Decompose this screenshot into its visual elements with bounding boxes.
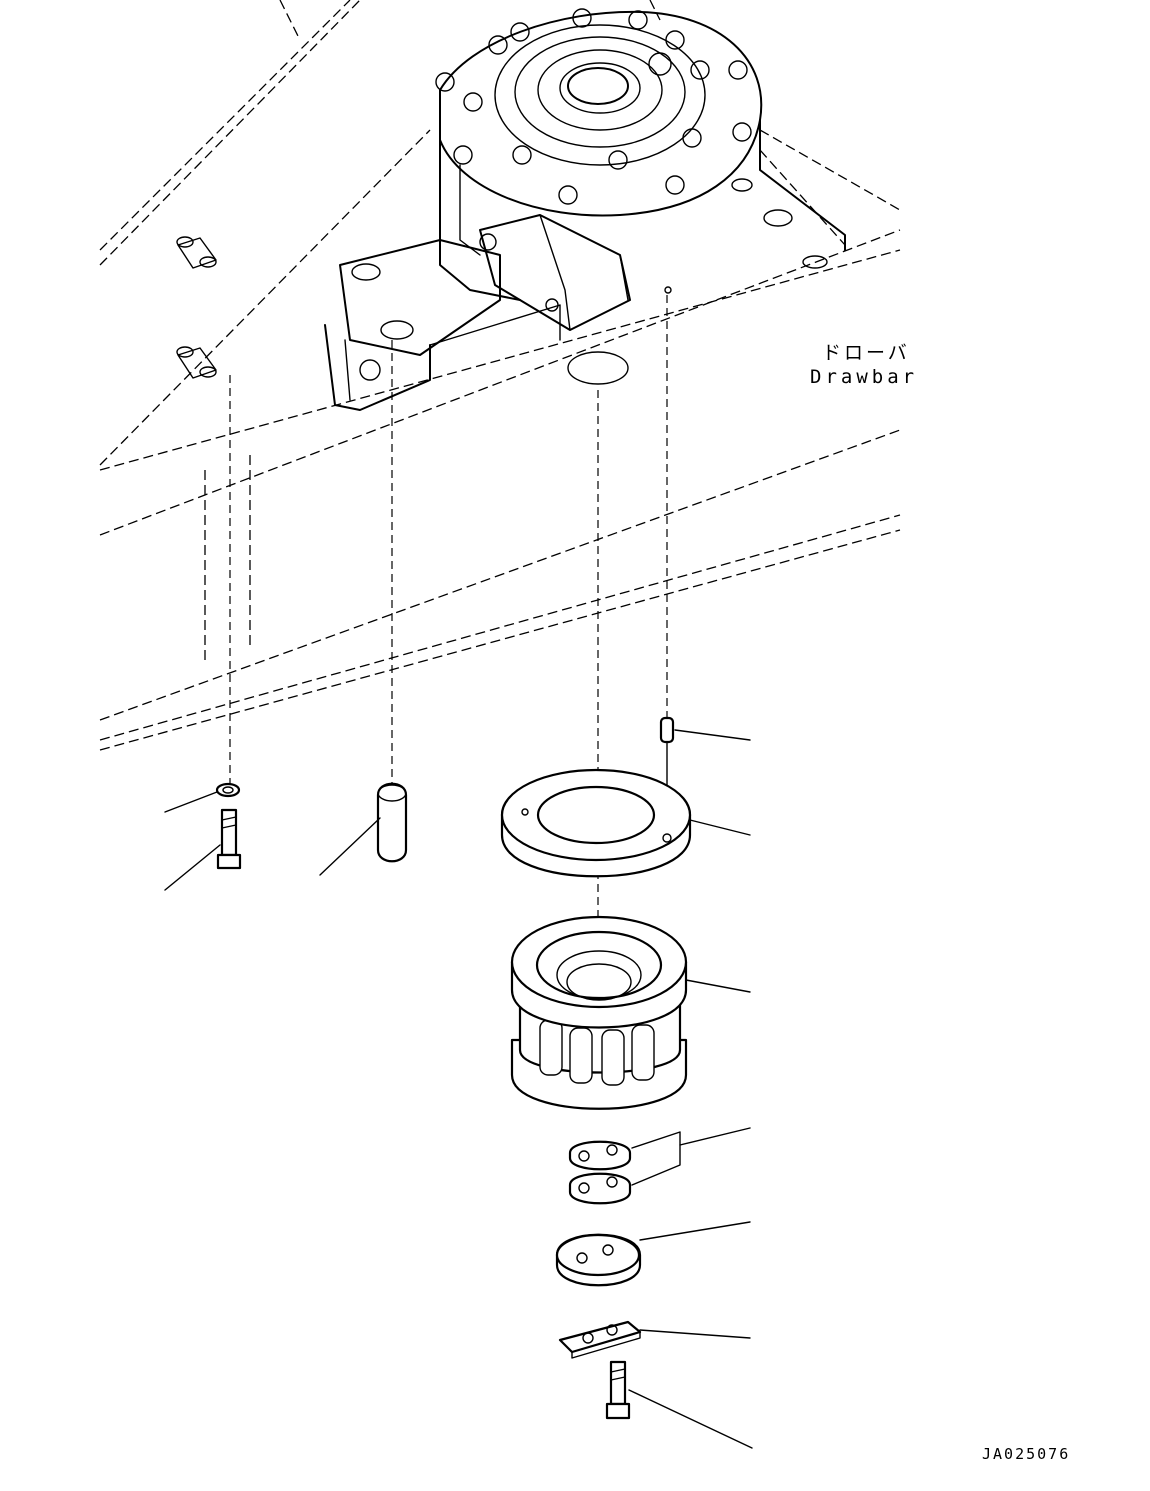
lock-plate-part	[558, 1320, 751, 1359]
thrust-plate-part	[500, 768, 751, 878]
pin-part	[319, 782, 408, 876]
bolt-part-bottom	[605, 1360, 753, 1449]
phantom-bushings	[176, 236, 217, 379]
drawbar-label-english: Drawbar	[810, 366, 919, 388]
pinion-gear-part	[510, 915, 751, 1110]
spring-pin-part	[659, 716, 751, 744]
shim-parts	[568, 1127, 751, 1205]
circle-reverse-gearbox	[324, 8, 846, 411]
drawbar-label-japanese: ドローバ	[822, 342, 910, 364]
washer-part	[164, 782, 241, 813]
drawing-code: JA025076	[982, 1445, 1071, 1463]
bolt-part-left	[164, 808, 242, 891]
drawbar-frame-outline	[99, 0, 901, 751]
retainer-plate-part	[555, 1221, 751, 1287]
